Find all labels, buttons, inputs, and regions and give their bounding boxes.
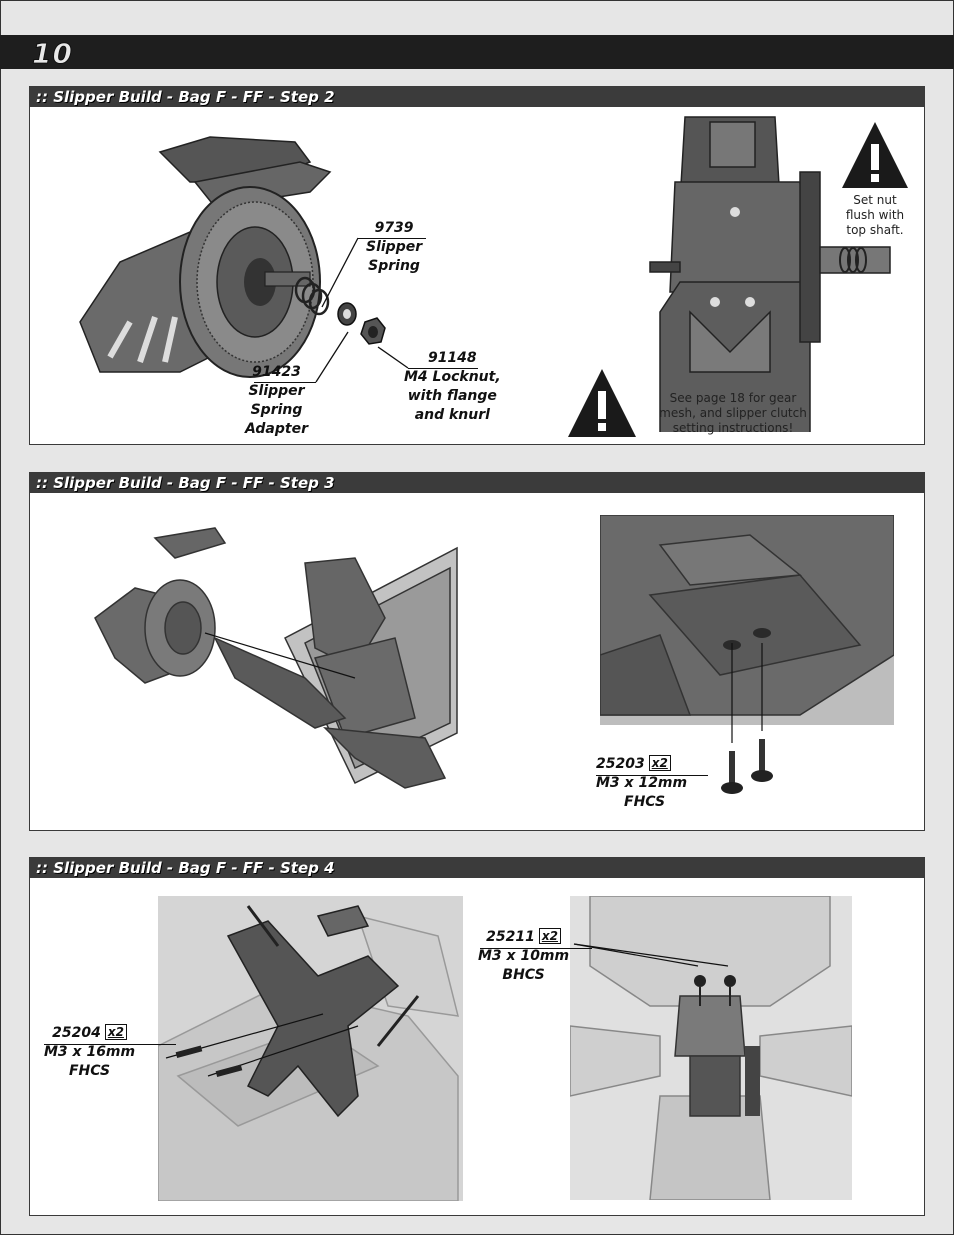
step-3-panel: :: Slipper Build - Bag F - FF - Step 3 [29, 472, 925, 831]
part-91423-label: 91423 Slipper Spring Adapter [245, 364, 308, 437]
quantity-badge: x2 [104, 1024, 127, 1040]
note-set-nut-flush: Set nut flush with top shaft. [845, 193, 905, 237]
chassis-underside-illustration [600, 515, 894, 725]
step-4-title: :: Slipper Build - Bag F - FF - Step 4 [36, 859, 335, 877]
quantity-badge: x2 [538, 928, 561, 944]
step-2-panel: :: Slipper Build - Bag F - FF - Step 2 9… [29, 86, 925, 445]
slipper-exploded-illustration [79, 136, 332, 378]
page-header-bar [0, 35, 954, 69]
chassis-assembly-illustration [94, 527, 458, 789]
warning-icon [568, 369, 636, 437]
part-25211-leader [480, 948, 592, 949]
part-25203-leader [596, 775, 708, 776]
part-91148-label: 91148 M4 Locknut, with flange and knurl [404, 350, 501, 423]
part-25204-leader [44, 1044, 176, 1045]
step-2-leader-lines [315, 237, 409, 383]
step-2-header: :: Slipper Build - Bag F - FF - Step 2 [30, 87, 924, 107]
step-4-leader-lines [573, 943, 729, 967]
step-2-title: :: Slipper Build - Bag F - FF - Step 2 [36, 88, 335, 106]
chassis-top-view-illustration [570, 896, 852, 1200]
step-4-panel: :: Slipper Build - Bag F - FF - Step 4 2… [29, 857, 925, 1216]
part-9739-label: 9739 Slipper Spring [366, 220, 423, 274]
page-number: 10 [32, 37, 73, 71]
step-3-header: :: Slipper Build - Bag F - FF - Step 3 [30, 473, 924, 493]
fhcs-screws-illustration [721, 643, 773, 794]
step-3-title: :: Slipper Build - Bag F - FF - Step 3 [36, 474, 335, 492]
note-see-page-18: See page 18 for gear mesh, and slipper c… [659, 391, 807, 435]
part-91148-leader [408, 368, 478, 369]
shock-tower-illustration [158, 896, 463, 1201]
slipper-front-view-illustration [649, 116, 891, 432]
part-9739-leader [358, 238, 426, 239]
slipper-spring-parts [294, 276, 386, 345]
part-91423-leader [254, 382, 316, 383]
quantity-badge: x2 [648, 755, 671, 771]
warning-icon [842, 122, 908, 188]
step-4-header: :: Slipper Build - Bag F - FF - Step 4 [30, 858, 924, 878]
